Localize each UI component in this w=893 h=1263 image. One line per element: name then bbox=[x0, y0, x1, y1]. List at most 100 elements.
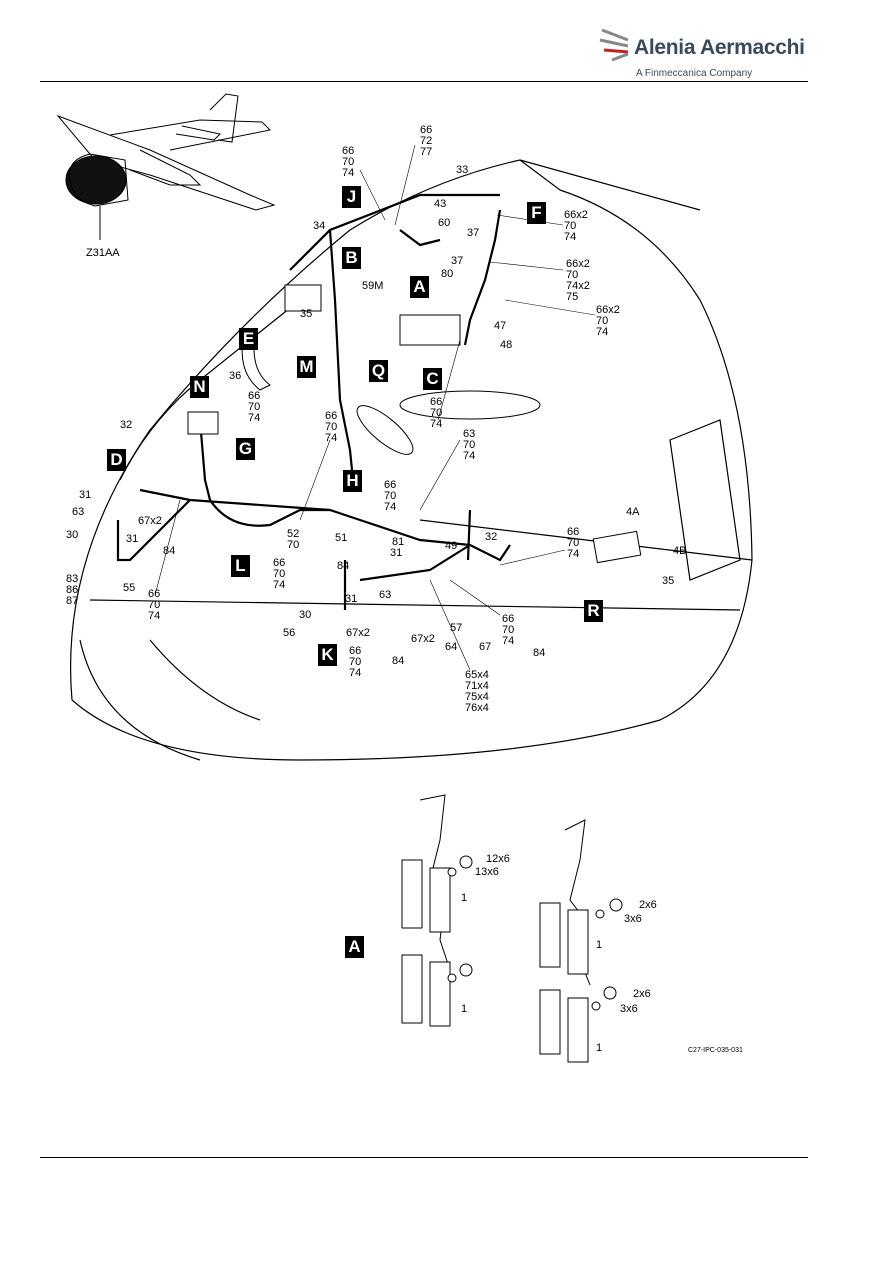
logo-mark-icon bbox=[599, 28, 629, 62]
callout: 66 70 74 bbox=[430, 396, 443, 430]
connector-35 bbox=[284, 284, 322, 312]
view-tag-d: D bbox=[107, 449, 126, 471]
header-rule bbox=[40, 81, 808, 82]
callout: 47 bbox=[494, 320, 507, 332]
callout: 1 bbox=[596, 939, 603, 951]
callout: 13x6 bbox=[475, 866, 499, 878]
callout: 63 bbox=[379, 589, 392, 601]
aircraft-thumbnail bbox=[56, 93, 276, 240]
view-tag-g: G bbox=[236, 438, 255, 460]
detail-tag-a: A bbox=[345, 936, 364, 958]
callout: 66 70 74 bbox=[349, 645, 362, 679]
callout: 66 70 74 bbox=[325, 410, 338, 444]
callout: 56 bbox=[283, 627, 296, 639]
fuselage-outline bbox=[69, 159, 753, 761]
callout: 30 bbox=[299, 609, 312, 621]
callout: 63 bbox=[72, 506, 85, 518]
callout: 67x2 bbox=[411, 633, 435, 645]
wiring-harness bbox=[116, 193, 511, 610]
callout: 35 bbox=[300, 308, 313, 320]
connector-bracket-47 bbox=[399, 314, 461, 346]
brand-tagline: A Finmeccanica Company bbox=[636, 68, 753, 79]
callout: 4A bbox=[626, 506, 640, 518]
callout: 37 bbox=[467, 227, 480, 239]
callout: 66 70 74 bbox=[148, 588, 161, 622]
callout: 66 70 74 bbox=[384, 479, 397, 513]
callout: 84 bbox=[163, 545, 176, 557]
view-tag-k: K bbox=[318, 644, 337, 666]
view-tag-e: E bbox=[239, 328, 258, 350]
callout: 3x6 bbox=[620, 1003, 638, 1015]
view-tag-m: M bbox=[297, 356, 316, 378]
view-tag-b: B bbox=[342, 247, 361, 269]
callout: 1 bbox=[461, 1003, 468, 1015]
callout: 52 70 bbox=[287, 528, 300, 551]
callout: 66x2 70 74x2 75 bbox=[566, 258, 590, 303]
view-tag-a: A bbox=[410, 276, 429, 298]
callout: 31 bbox=[126, 533, 139, 545]
callout: 30 bbox=[66, 529, 79, 541]
callout: 84 bbox=[533, 647, 546, 659]
callout: 31 bbox=[79, 489, 92, 501]
view-tag-c: C bbox=[423, 368, 442, 390]
callout: 48 bbox=[500, 339, 513, 351]
callout: 67x2 bbox=[346, 627, 370, 639]
callout: 81 bbox=[392, 536, 405, 548]
callout: 2x6 bbox=[633, 988, 651, 1000]
figure-code: C27-IPC-035-031 bbox=[688, 1047, 743, 1054]
callout: 66 70 74 bbox=[248, 390, 261, 424]
callout: 83 86 87 bbox=[66, 573, 79, 607]
callout: 36 bbox=[229, 370, 242, 382]
callout: 31 bbox=[390, 547, 403, 559]
detail-a-drawing bbox=[401, 794, 623, 1063]
leader-lines bbox=[154, 144, 596, 671]
callout: 66x2 70 74 bbox=[596, 304, 620, 338]
view-tag-q: Q bbox=[369, 360, 388, 382]
callout: 66 70 74 bbox=[502, 613, 515, 647]
callout: 12x6 bbox=[486, 853, 510, 865]
callout: 65x4 71x4 75x4 76x4 bbox=[465, 669, 489, 714]
callout: 84 bbox=[392, 655, 405, 667]
callout: 67x2 bbox=[138, 515, 162, 527]
view-tag-f: F bbox=[527, 202, 546, 224]
company-logo: Alenia Aermacchi A Finmeccanica Company bbox=[598, 24, 805, 80]
callout: 2x6 bbox=[639, 899, 657, 911]
callout: 3x6 bbox=[624, 913, 642, 925]
view-tag-l: L bbox=[231, 555, 250, 577]
callout: 32 bbox=[485, 531, 498, 543]
extinguisher-bottle bbox=[356, 405, 414, 455]
callout: 31 bbox=[345, 593, 358, 605]
oxygen-bottle bbox=[399, 390, 541, 420]
view-tag-j: J bbox=[342, 186, 361, 208]
callout: 57 bbox=[450, 622, 463, 634]
callout: 1 bbox=[596, 1042, 603, 1054]
zone-label: Z31AA bbox=[86, 247, 120, 259]
callout: 59M bbox=[362, 280, 384, 292]
view-tag-r: R bbox=[584, 600, 603, 622]
callout: 66 70 74 bbox=[567, 526, 580, 560]
callout: 35 bbox=[662, 575, 675, 587]
callout: 1 bbox=[461, 892, 468, 904]
junction-block bbox=[187, 411, 219, 435]
callout: 4B bbox=[673, 545, 687, 557]
callout: 80 bbox=[441, 268, 454, 280]
callout: 55 bbox=[123, 582, 136, 594]
callout: 66 70 74 bbox=[342, 145, 355, 179]
callout: 66 70 74 bbox=[273, 557, 286, 591]
callout: 60 bbox=[438, 217, 451, 229]
callout: 43 bbox=[434, 198, 447, 210]
panel-4 bbox=[592, 530, 642, 564]
brand-name: Alenia Aermacchi bbox=[634, 36, 805, 59]
footer-rule bbox=[40, 1157, 808, 1158]
callout: 33 bbox=[456, 164, 469, 176]
view-tag-h: H bbox=[343, 470, 362, 492]
callout: 66x2 70 74 bbox=[564, 209, 588, 243]
callout: 66 72 77 bbox=[420, 124, 433, 158]
view-tag-n: N bbox=[190, 376, 209, 398]
callout: 64 bbox=[445, 641, 458, 653]
callout: 32 bbox=[120, 419, 133, 431]
callout: 84 bbox=[337, 560, 350, 572]
callout: 37 bbox=[451, 255, 464, 267]
callout: 34 bbox=[313, 220, 326, 232]
